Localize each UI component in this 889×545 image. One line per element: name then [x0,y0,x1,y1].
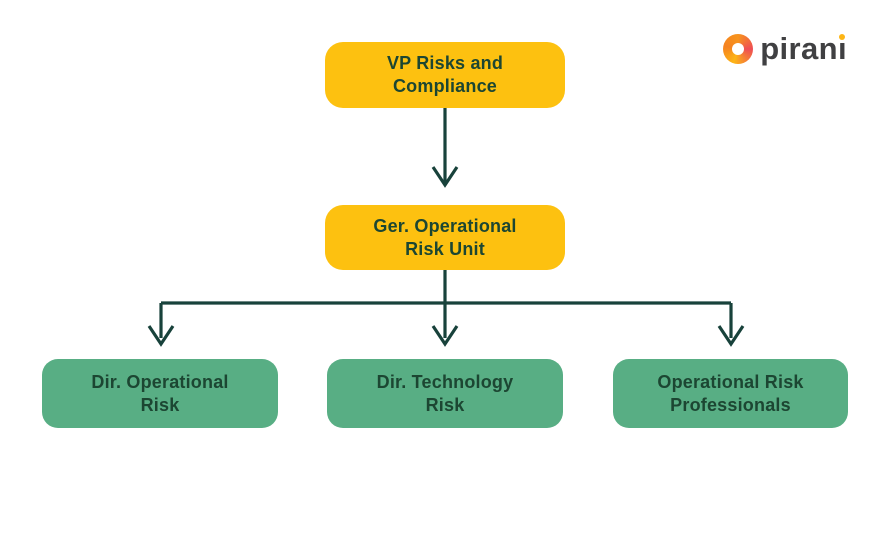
node-ger-operational-risk-unit: Ger. Operational Risk Unit [325,205,565,270]
pirani-wordmark: piranı [760,31,847,67]
pirani-logo: piranı [723,31,847,67]
pirani-wordmark-main: piran [760,31,838,66]
pirani-ring-icon [723,34,754,64]
i-dot [839,34,846,40]
edge-vp-to-ger [431,108,459,188]
arrowhead-right [717,325,745,347]
arrowhead-center [431,325,459,347]
arrowhead-left [147,325,175,347]
pirani-wordmark-last-i: ı [837,31,847,66]
edge-ger-to-children [147,270,745,347]
node-dir-operational-risk: Dir. Operational Risk [42,359,278,428]
node-dir-technology-risk: Dir. Technology Risk [327,359,563,428]
node-vp-risks-and-compliance: VP Risks and Compliance [325,42,565,108]
node-operational-risk-professionals: Operational Risk Professionals [613,359,848,428]
